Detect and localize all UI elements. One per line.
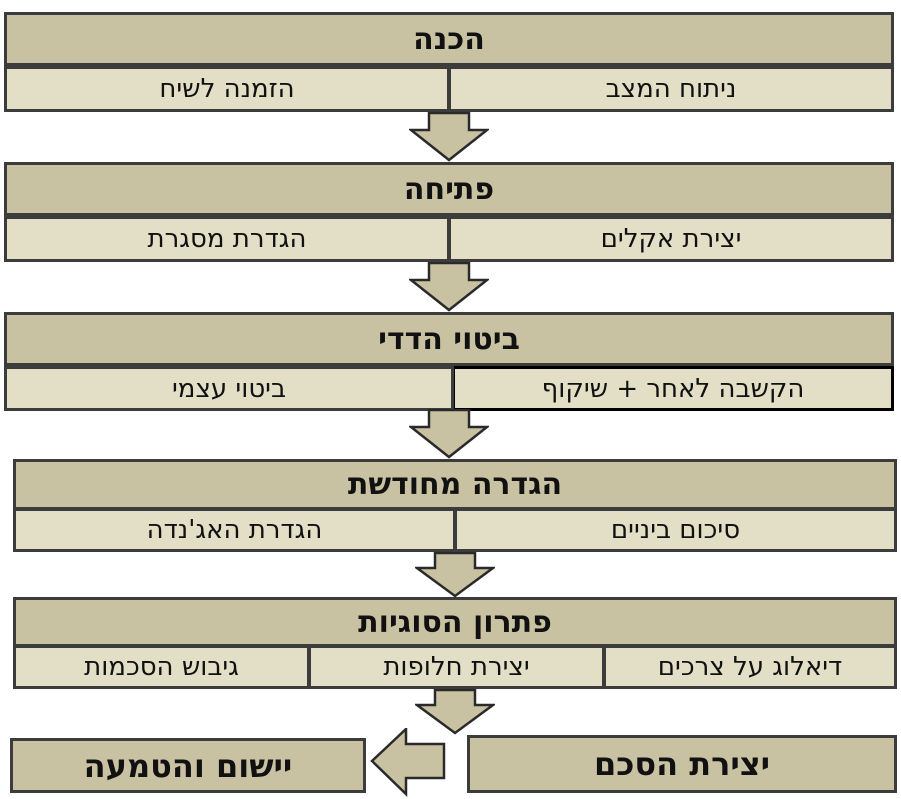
stage-1-item-2: הזמנה לשיח bbox=[4, 66, 450, 112]
down-arrow-2 bbox=[409, 262, 489, 312]
down-arrow-1 bbox=[409, 112, 489, 162]
stage-4-header: הגדרה מחודשת bbox=[13, 459, 897, 510]
stage-4-item-2: הגדרת האג'נדה bbox=[13, 508, 456, 552]
stage-1-item-1: ניתוח המצב bbox=[448, 66, 894, 112]
stage-2-item-1: יצירת אקלים bbox=[448, 216, 894, 262]
stage-3-header: ביטוי הדדי bbox=[4, 312, 894, 366]
stage-2-header: פתיחה bbox=[4, 162, 894, 216]
stage-5-item-2: יצירת חלופות bbox=[308, 645, 605, 689]
stage-4-item-1: סיכום ביניים bbox=[454, 508, 897, 552]
stage-2-item-2: הגדרת מסגרת bbox=[4, 216, 450, 262]
implementation-box: יישום והטמעה bbox=[10, 738, 366, 793]
stage-3-item-2: ביטוי עצמי bbox=[4, 366, 454, 411]
stage-5-item-3: גיבוש הסכמות bbox=[13, 645, 310, 689]
down-arrow-3 bbox=[409, 409, 489, 459]
down-arrow-5 bbox=[415, 689, 495, 735]
agreement-box: יצירת הסכם bbox=[467, 735, 897, 793]
left-arrow bbox=[370, 728, 446, 797]
stage-1-header: הכנה bbox=[4, 12, 894, 66]
stage-3-item-1: הקשבה לאחר + שיקוף bbox=[452, 366, 894, 411]
down-arrow-4 bbox=[415, 552, 495, 598]
stage-5-item-1: דיאלוג על צרכים bbox=[603, 645, 897, 689]
stage-5-header: פתרון הסוגיות bbox=[13, 597, 897, 647]
